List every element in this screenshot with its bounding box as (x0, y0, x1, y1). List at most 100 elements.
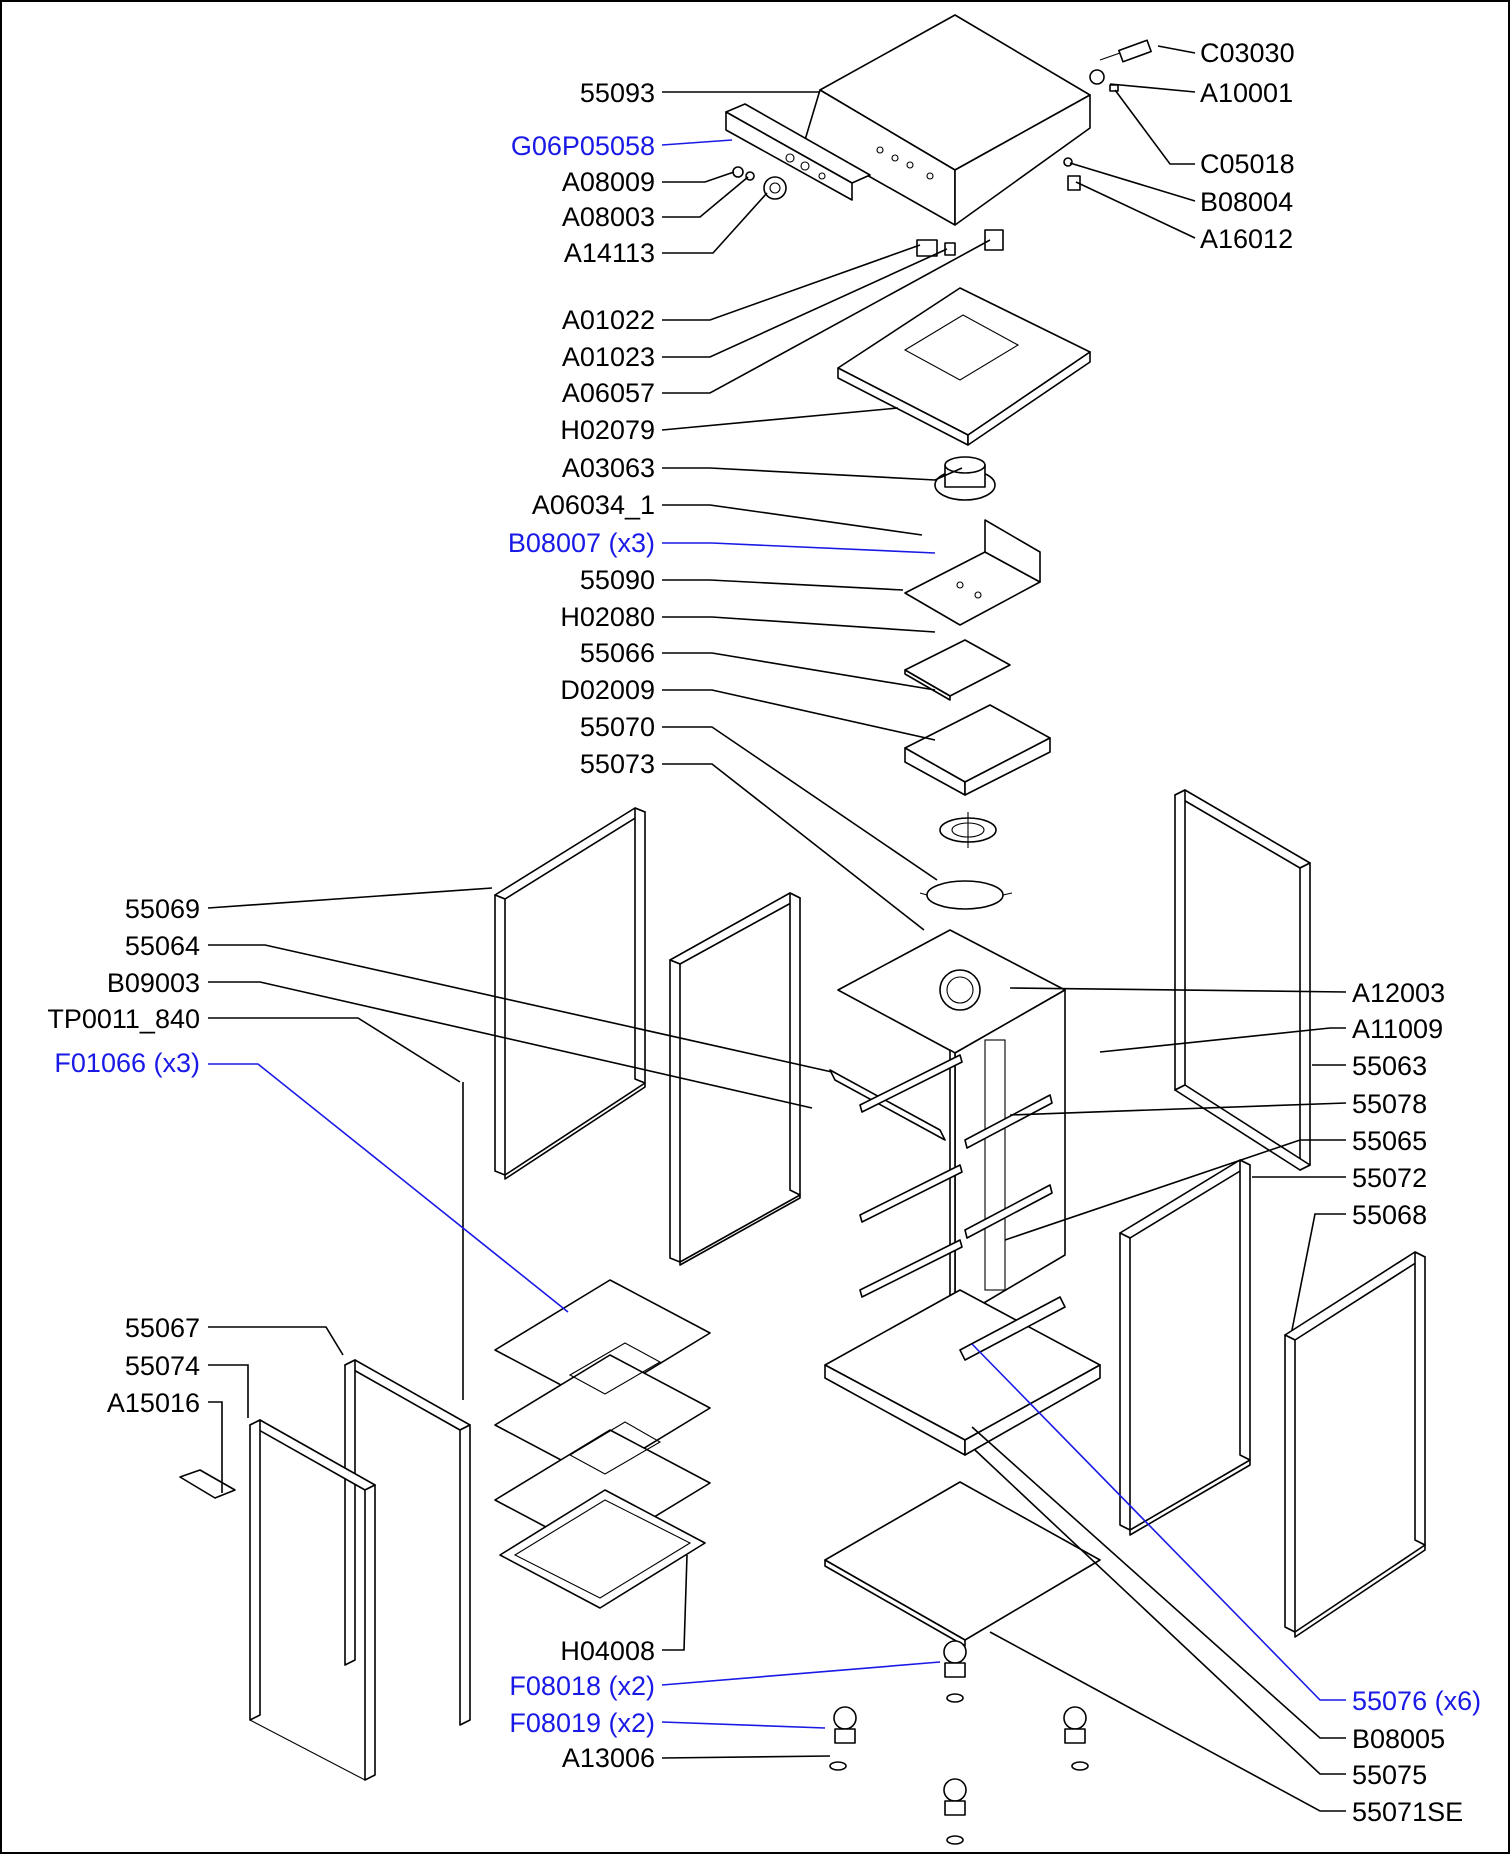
part-number-label: 55072 (1352, 1163, 1427, 1193)
part-number-label: 55063 (1352, 1051, 1427, 1081)
fan-wheel (939, 812, 997, 848)
power-connector (1063, 39, 1152, 191)
leader-line (662, 689, 936, 741)
leader-line (662, 467, 963, 481)
leader-line (662, 244, 921, 321)
leader-line (662, 504, 923, 536)
part-number-label: H04008 (560, 1636, 655, 1666)
part-number-label: A15016 (107, 1388, 200, 1418)
leader-line (208, 1364, 249, 1418)
part-number-label: 55073 (580, 749, 655, 779)
leader-line (208, 1326, 344, 1356)
leader-line (1109, 83, 1196, 93)
base-plate (824, 1481, 1101, 1647)
leader-line (662, 652, 936, 691)
part-number-label: 55093 (580, 78, 655, 108)
leader-line (974, 1449, 1346, 1775)
leader-line (662, 726, 938, 881)
part-number-label: A14113 (564, 238, 655, 268)
leveling-feet (829, 1693, 1089, 1845)
part-number-label: B08005 (1352, 1724, 1445, 1754)
part-number-label: F01066 (x3) (54, 1048, 200, 1078)
part-number-label: A06034_1 (532, 490, 655, 520)
glass-panel (837, 287, 1091, 446)
leader-line (971, 1343, 1346, 1701)
leader-line (661, 139, 733, 146)
leader-line (662, 176, 749, 218)
leader-line (1075, 181, 1196, 239)
leader-line (661, 1755, 831, 1759)
castors (833, 1640, 1087, 1816)
door-handle (179, 1469, 236, 1499)
motor (934, 456, 996, 501)
part-number-label: 55066 (580, 638, 655, 668)
leader-line (1291, 1213, 1346, 1331)
control-panel (725, 103, 871, 201)
part-number-label: H02079 (560, 415, 655, 445)
part-number-label: A10001 (1200, 78, 1293, 108)
leader-line (661, 1721, 826, 1729)
oven-cavity (837, 929, 1066, 1321)
leader-line (662, 171, 735, 183)
part-number-label: F08019 (x2) (509, 1708, 655, 1738)
leader-line (1114, 89, 1195, 165)
side-panel-55068 (1284, 1251, 1426, 1638)
part-number-label: B09003 (107, 968, 200, 998)
part-number-label: A16012 (1200, 224, 1293, 254)
leader-line (662, 579, 904, 591)
leader-line (662, 616, 936, 633)
top-cover (804, 14, 1091, 226)
part-number-label: 55067 (125, 1313, 200, 1343)
part-number-label: A13006 (562, 1743, 655, 1773)
leader-line (661, 1661, 941, 1686)
part-number-label: A01023 (562, 342, 655, 372)
part-number-label: B08007 (x3) (508, 528, 655, 558)
part-number-label: 55070 (580, 712, 655, 742)
part-number-label: 55071SE (1352, 1797, 1463, 1827)
insulation-plate (904, 639, 1011, 701)
heating-ring (919, 880, 1013, 910)
knobs (732, 166, 787, 200)
part-number-label: 55078 (1352, 1089, 1427, 1119)
rear-panel-55063 (1174, 789, 1311, 1171)
part-number-label: A08009 (562, 167, 655, 197)
leader-line (662, 1554, 688, 1651)
part-number-label: C05018 (1200, 149, 1295, 179)
part-number-label: F08018 (x2) (509, 1671, 655, 1701)
leader-line (1009, 1102, 1347, 1116)
leader-line (662, 192, 768, 254)
baking-tray (499, 1489, 706, 1609)
part-number-label: A03063 (562, 453, 655, 483)
leader-line (208, 944, 833, 1073)
part-number-label: G06P05058 (511, 131, 655, 161)
leader-line (662, 248, 948, 358)
part-number-label: TP0011_840 (47, 1004, 200, 1034)
part-number-label: 55068 (1352, 1200, 1427, 1230)
leader-line (1099, 1027, 1346, 1053)
part-number-label: A01022 (562, 305, 655, 335)
leader-line (661, 407, 899, 431)
leader-line (1157, 45, 1196, 54)
part-number-label: A11009 (1352, 1014, 1443, 1044)
part-number-label: H02080 (560, 602, 655, 632)
leader-line (662, 239, 991, 394)
part-number-label: A12003 (1352, 978, 1445, 1008)
part-number-label: 55076 (x6) (1352, 1686, 1481, 1716)
part-number-label: 55074 (125, 1351, 200, 1381)
motor-bracket (904, 519, 1041, 626)
part-number-label: A06057 (562, 378, 655, 408)
side-panel-55073 (669, 892, 801, 1266)
part-number-label: 55075 (1352, 1760, 1427, 1790)
leader-line (1009, 987, 1347, 993)
switches (916, 229, 1004, 257)
leader-line (208, 981, 813, 1109)
leader-line (207, 887, 493, 909)
door-panel-55074 (249, 1419, 376, 1781)
leader-line (208, 1017, 461, 1083)
door-panel-55067 (344, 1359, 471, 1726)
parts-illustration (179, 14, 1426, 1845)
side-panel-55069 (494, 807, 646, 1180)
